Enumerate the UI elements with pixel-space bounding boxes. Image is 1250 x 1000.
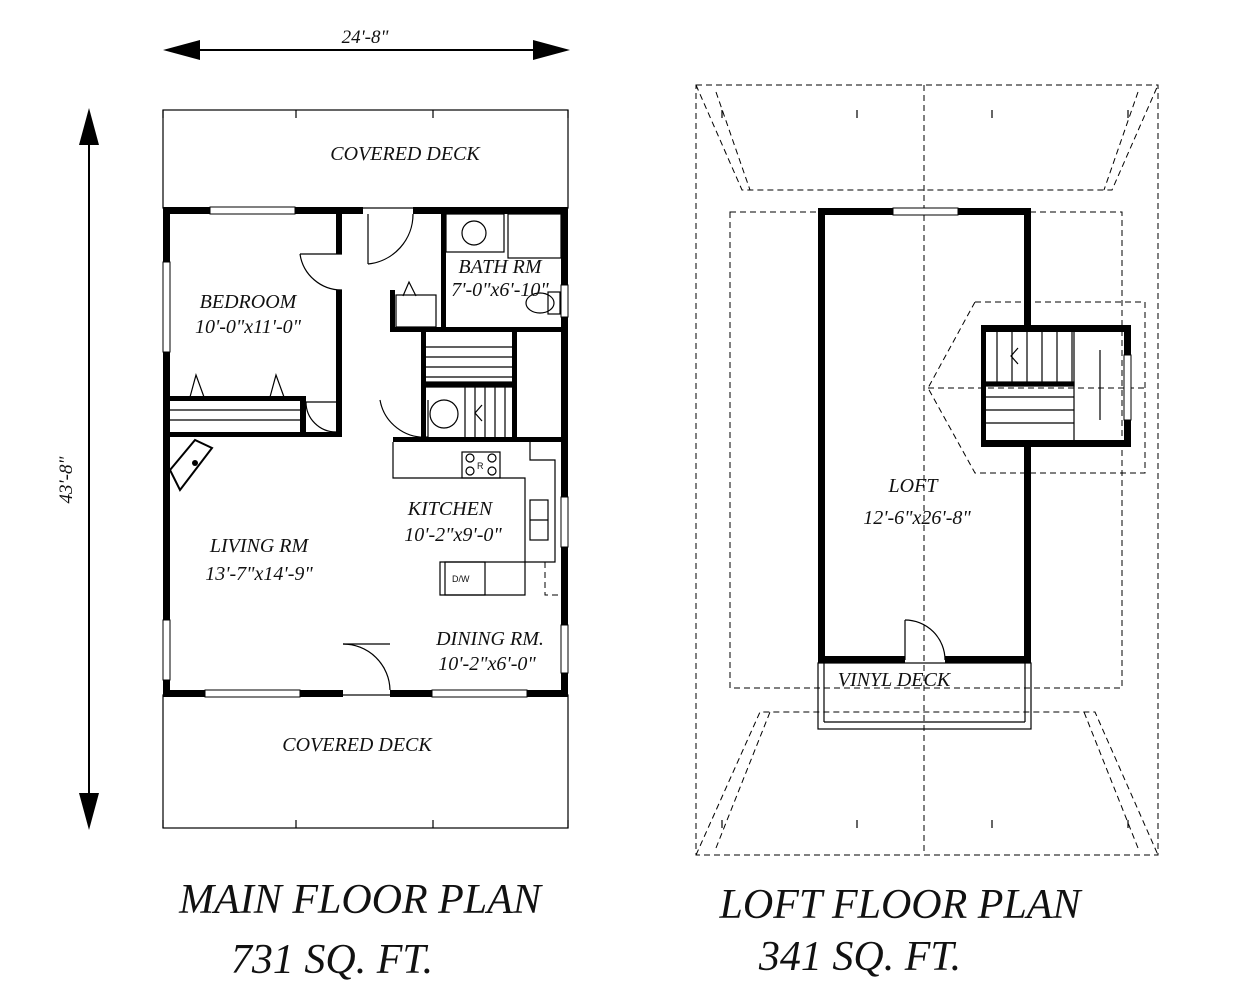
main-floor-title: MAIN FLOOR PLAN [178, 877, 543, 923]
bath-size: 7'-0"x6'-10" [451, 279, 549, 301]
loft-door [904, 619, 946, 661]
loft-floor-area: 341 SQ. FT. [758, 934, 961, 980]
depth-label: 43'-8" [56, 456, 77, 504]
covered-deck-top-label: COVERED DECK [330, 143, 481, 165]
vinyl-deck [817, 662, 1032, 730]
loft-size: 12'-6"x26'-8" [863, 507, 971, 529]
covered-deck-top [162, 109, 569, 209]
bath-fixtures [395, 213, 562, 328]
loft-floor-plan: LOFT 12'-6"x26'-8" VINYL DECK [695, 84, 1159, 856]
main-windows [162, 206, 569, 698]
main-interior-walls [170, 214, 561, 442]
fireplace-icon [168, 438, 214, 492]
main-stairs [425, 346, 513, 437]
loft-label: LOFT [888, 475, 940, 497]
vinyl-deck-label: VINYL DECK [838, 669, 952, 691]
dining-label: DINING RM. [435, 628, 544, 650]
plan-titles: MAIN FLOOR PLAN 731 SQ. FT. LOFT FLOOR P… [178, 877, 1082, 983]
width-dimension: 24'-8" [163, 27, 570, 60]
covered-deck-bottom [162, 694, 569, 829]
bedroom-label: BEDROOM [200, 291, 298, 313]
bath-label: BATH RM [458, 256, 542, 278]
loft-walls [818, 207, 1132, 663]
bedroom-size: 10'-0"x11'-0" [195, 316, 302, 338]
kitchen-size: 10'-2"x9'-0" [404, 524, 502, 546]
dining-size: 10'-2"x6'-0" [438, 653, 536, 675]
roof-outline [695, 84, 1159, 856]
main-doors [189, 213, 429, 691]
kitchen-label: KITCHEN [407, 498, 494, 520]
range-label: R [477, 461, 484, 471]
width-label: 24'-8" [342, 27, 390, 48]
dishwasher-label: D/W [452, 574, 470, 584]
kitchen-fixtures [392, 442, 561, 596]
loft-stairs [985, 332, 1101, 440]
covered-deck-bottom-label: COVERED DECK [282, 734, 433, 756]
loft-floor-title: LOFT FLOOR PLAN [719, 882, 1083, 928]
living-label: LIVING RM [209, 535, 310, 557]
living-size: 13'-7"x14'-9" [205, 563, 313, 585]
depth-dimension: 43'-8" [56, 108, 99, 830]
main-floor-plan: R D/W COVERED DECK BEDROOM 10'-0"x11'-0"… [162, 109, 569, 829]
main-floor-area: 731 SQ. FT. [231, 937, 433, 983]
